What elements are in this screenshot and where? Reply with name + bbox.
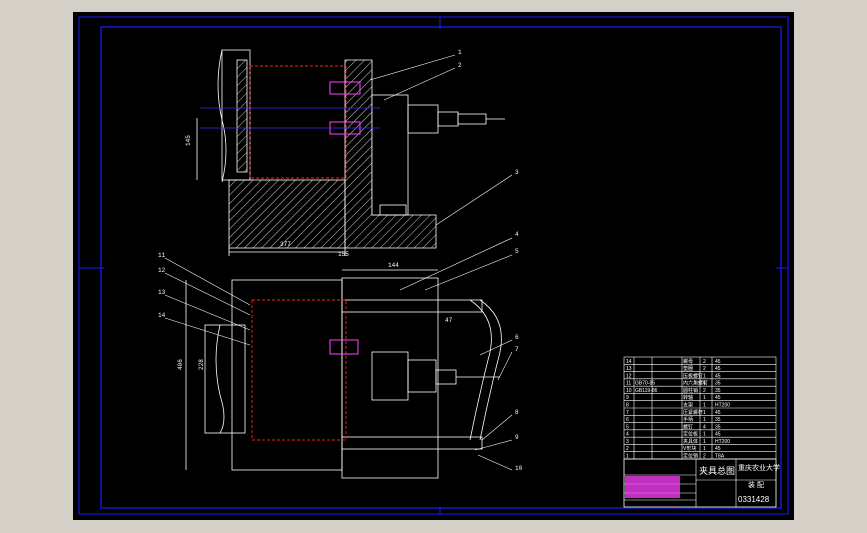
parts-cell-qty: 2	[703, 454, 706, 460]
parts-cell-name: 压板螺钉	[683, 372, 703, 379]
parts-cell-name: 螺钉	[683, 423, 693, 430]
parts-cell-qty: 1	[703, 417, 706, 423]
balloon-12: 12	[158, 267, 166, 274]
drawing-subtitle: 装 配	[748, 480, 764, 489]
parts-cell-qty: 2	[703, 366, 706, 372]
drawing-number: 0331428	[738, 495, 770, 504]
parts-cell-mat: 35	[715, 388, 721, 394]
front-view	[196, 49, 505, 256]
dim-47: 47	[445, 317, 453, 324]
leader-lines	[164, 54, 513, 471]
parts-cell-qty: 2	[703, 388, 706, 394]
parts-cell-code: GB70-85	[635, 381, 655, 387]
parts-cell-no: 6	[626, 417, 629, 423]
parts-cell-qty: 1	[703, 403, 706, 409]
parts-cell-qty: 1	[703, 373, 706, 379]
parts-cell-mat: 45	[715, 410, 721, 416]
parts-cell-no: 4	[626, 432, 629, 438]
parts-cell-mat: T8A	[715, 454, 725, 460]
balloon-6: 6	[515, 334, 519, 341]
parts-cell-qty: 1	[703, 410, 706, 416]
drawing-school: 重庆农业大学	[738, 463, 780, 472]
parts-cell-mat: HT200	[715, 439, 730, 445]
parts-cell-name: 压紧螺杆	[683, 409, 703, 416]
balloon-5: 5	[515, 248, 519, 255]
parts-cell-qty: 4	[703, 381, 706, 387]
parts-cell-mat: 45	[715, 395, 721, 401]
parts-cell-qty: 1	[703, 432, 706, 438]
top-view	[185, 269, 502, 479]
parts-cell-qty: 1	[703, 395, 706, 401]
balloon-labels: 1 2 3 4 5 6 7 8 9 10 11 12 13 14	[158, 49, 523, 472]
title-block: 夹具总图 重庆农业大学 装 配 0331428	[623, 458, 780, 508]
balloon-4: 4	[515, 231, 519, 238]
parts-cell-no: 2	[626, 446, 629, 452]
balloon-8: 8	[515, 409, 519, 416]
balloon-10: 10	[515, 465, 523, 472]
parts-cell-no: 12	[626, 373, 632, 379]
parts-cell-code: GB119-86	[635, 388, 658, 394]
parts-cell-no: 3	[626, 439, 629, 445]
workpiece-top	[251, 299, 347, 441]
dim-406: 406	[177, 359, 184, 370]
parts-cell-qty: 1	[703, 439, 706, 445]
parts-cell-no: 5	[626, 424, 629, 430]
parts-cell-mat: 45	[715, 359, 721, 365]
parts-cell-name: 转轴	[683, 394, 693, 401]
parts-cell-no: 10	[626, 388, 632, 394]
parts-cell-name: 定位销	[683, 453, 698, 460]
parts-cell-name: 圆柱销	[683, 387, 698, 394]
drawing-title: 夹具总图	[699, 465, 735, 476]
balloon-7: 7	[515, 346, 519, 353]
parts-cell-mat: 35	[715, 424, 721, 430]
parts-cell-mat: 45	[715, 366, 721, 372]
balloon-1: 1	[458, 49, 462, 56]
parts-cell-name: 垫圈	[683, 365, 693, 372]
parts-cell-name: 支架	[683, 402, 693, 409]
parts-cell-name: 螺母	[683, 358, 693, 365]
locating-pins-top	[329, 339, 359, 355]
parts-cell-no: 11	[626, 381, 631, 387]
dim-155: 155	[338, 251, 349, 258]
balloon-9: 9	[515, 434, 519, 441]
parts-cell-mat: 45	[715, 373, 721, 379]
parts-cell-no: 1	[626, 454, 629, 460]
parts-cell-qty: 1	[703, 446, 706, 452]
balloon-11: 11	[158, 252, 166, 259]
parts-cell-mat: 35	[715, 381, 721, 387]
parts-cell-no: 9	[626, 395, 629, 401]
parts-cell-mat: 35	[715, 417, 721, 423]
balloon-13: 13	[158, 289, 166, 296]
dimension-labels: 145 377 155 144 406 228 47	[177, 135, 453, 370]
parts-cell-name: 手柄	[683, 416, 693, 423]
balloon-3: 3	[515, 169, 519, 176]
parts-cell-mat: 45	[715, 432, 721, 438]
parts-cell-no: 13	[626, 366, 632, 372]
parts-cell-qty: 2	[703, 359, 706, 365]
parts-cell-qty: 4	[703, 424, 706, 430]
parts-cell-name: 内六角螺钉	[683, 380, 708, 387]
dim-377: 377	[280, 241, 291, 248]
parts-cell-no: 14	[626, 359, 632, 365]
parts-cell-no: 7	[626, 410, 629, 416]
parts-cell-mat: 45	[715, 446, 721, 452]
locating-pins-front	[329, 81, 361, 135]
balloon-14: 14	[158, 312, 166, 319]
outer-frame	[78, 16, 789, 515]
parts-cell-name: 定位板	[683, 431, 698, 438]
dim-144: 144	[388, 262, 399, 269]
dim-145: 145	[185, 135, 192, 146]
parts-cell-mat: HT200	[715, 403, 730, 409]
balloon-2: 2	[458, 62, 462, 69]
parts-cell-name: 夹具体	[683, 438, 698, 445]
drawing-sheet	[73, 12, 794, 520]
inner-frame	[100, 26, 782, 509]
parts-cell-no: 8	[626, 403, 629, 409]
parts-cell-name: V形块	[683, 445, 696, 452]
dim-228: 228	[198, 359, 205, 370]
